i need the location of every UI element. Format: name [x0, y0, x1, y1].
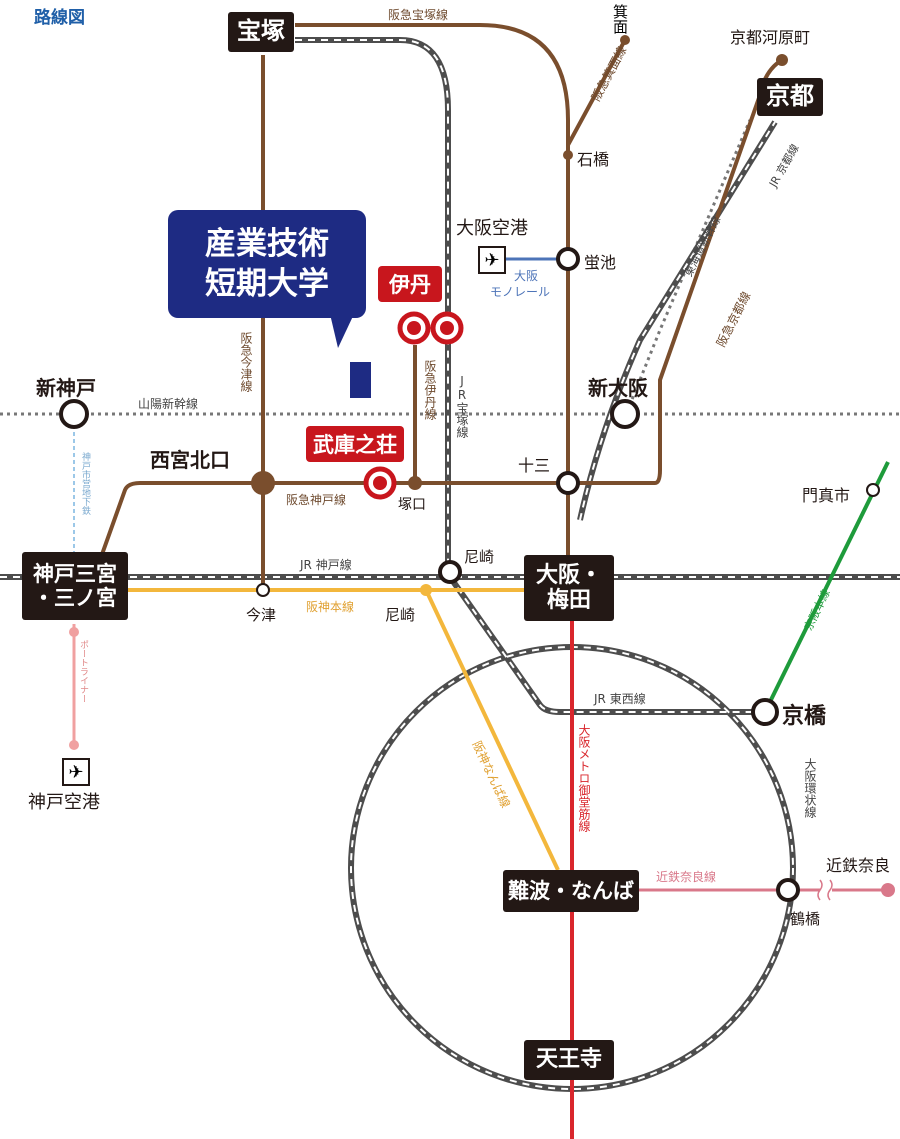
hub-takarazuka: 宝塚	[228, 12, 294, 52]
airplane-icon-kobe: ✈	[62, 758, 90, 786]
hub-kyoto: 京都	[757, 78, 823, 116]
label-kadoma: 門真市	[802, 486, 851, 505]
label-kobe-airport: 神戸空港	[28, 792, 100, 813]
callout-line-1: 産業技術	[205, 225, 329, 262]
airplane-icon: ✈	[478, 246, 506, 274]
hub-kobe-sannomiya: 神戸三宮 ・三ノ宮	[22, 552, 128, 620]
ishibashi-dot	[563, 150, 573, 160]
college-callout: 産業技術 短期大学	[168, 210, 366, 318]
label-tsuruhashi: 鶴橋	[790, 910, 821, 928]
hankyu-lines	[98, 23, 784, 590]
label-kintetsu-nara: 近鉄奈良	[826, 856, 891, 875]
port-liner-start	[69, 627, 79, 637]
line-osaka-loop: 大阪環状線	[803, 758, 817, 818]
label-osaka-airport: 大阪空港	[456, 218, 528, 239]
line-port-liner: ポートライナー	[78, 640, 88, 703]
kintetsu-nara-dot	[881, 883, 895, 897]
line-jr-tozai: JR 東西線	[594, 692, 646, 706]
minor-station-circles	[256, 483, 880, 597]
target-station-cores	[373, 321, 454, 490]
hub-osaka-umeda: 大阪・ 梅田	[524, 555, 614, 621]
tokaido-shinkansen-line	[625, 119, 752, 413]
label-imazu: 今津	[246, 606, 277, 624]
nishinomiya-kitaguchi-dot	[251, 471, 275, 495]
minoo-dot	[620, 35, 630, 45]
line-kintetsu-nara: 近鉄奈良線	[656, 870, 717, 884]
station-mukonoso: 武庫之荘	[306, 426, 404, 462]
label-kyoto-kawaramachi: 京都河原町	[730, 28, 811, 47]
line-jr-kobe: JR 神戸線	[300, 558, 352, 572]
label-kyobashi: 京橋	[782, 704, 827, 729]
label-hotarugaike: 蛍池	[584, 253, 617, 272]
hub-sannomiya-line2: ・三ノ宮	[33, 586, 117, 610]
hub-sannomiya-line1: 神戸三宮	[33, 561, 117, 586]
label-amagasaki-jr: 尼崎	[464, 548, 495, 566]
line-hankyu-itami: 阪急伊丹線	[423, 360, 437, 420]
label-nishinomiya-kitaguchi: 西宮北口	[150, 448, 230, 472]
label-shin-kobe: 新神戸	[36, 376, 96, 400]
hub-tennoji: 天王寺	[524, 1040, 614, 1080]
keihan-line	[763, 461, 890, 713]
label-juso: 十三	[518, 456, 551, 475]
hub-osaka-umeda-line1: 大阪・	[535, 562, 602, 588]
tsukaguchi-dot	[408, 476, 422, 490]
kyoto-kawaramachi-dot	[776, 54, 788, 66]
campus-marker	[350, 362, 371, 398]
line-midosuji: 大阪メトロ御堂筋線	[577, 724, 591, 832]
line-hankyu-takarazuka: 阪急宝塚線	[388, 8, 449, 22]
major-station-circles	[59, 247, 800, 902]
station-itami: 伊丹	[378, 266, 442, 302]
hanshin-amagasaki-dot	[420, 584, 432, 596]
map-title: 路線図	[34, 8, 85, 28]
label-minoo: 箕面	[611, 4, 629, 34]
callout-pointer	[330, 314, 354, 348]
label-tsukaguchi: 塚口	[398, 497, 426, 513]
label-amagasaki-hanshin: 尼崎	[385, 606, 416, 624]
line-monorail-1: 大阪	[514, 269, 539, 283]
line-hanshin-main: 阪神本線	[306, 600, 355, 614]
line-monorail-2: モノレール	[490, 285, 551, 299]
line-sanyo-shinkansen: 山陽新幹線	[138, 397, 199, 411]
hanshin-lines	[128, 588, 560, 871]
label-ishibashi: 石橋	[577, 150, 610, 169]
hub-namba: 難波・なんば	[503, 870, 639, 912]
label-shin-osaka: 新大阪	[588, 376, 648, 400]
hub-osaka-umeda-line2: 梅田	[546, 588, 591, 613]
line-hankyu-imazu: 阪急今津線	[239, 332, 253, 392]
line-kobe-subway: 神戸市営地下鉄	[80, 452, 90, 515]
line-jr-takarazuka: JR宝塚線	[455, 374, 469, 438]
port-liner-end	[69, 740, 79, 750]
line-hankyu-kobe: 阪急神戸線	[286, 493, 347, 507]
callout-line-2: 短期大学	[205, 266, 329, 302]
